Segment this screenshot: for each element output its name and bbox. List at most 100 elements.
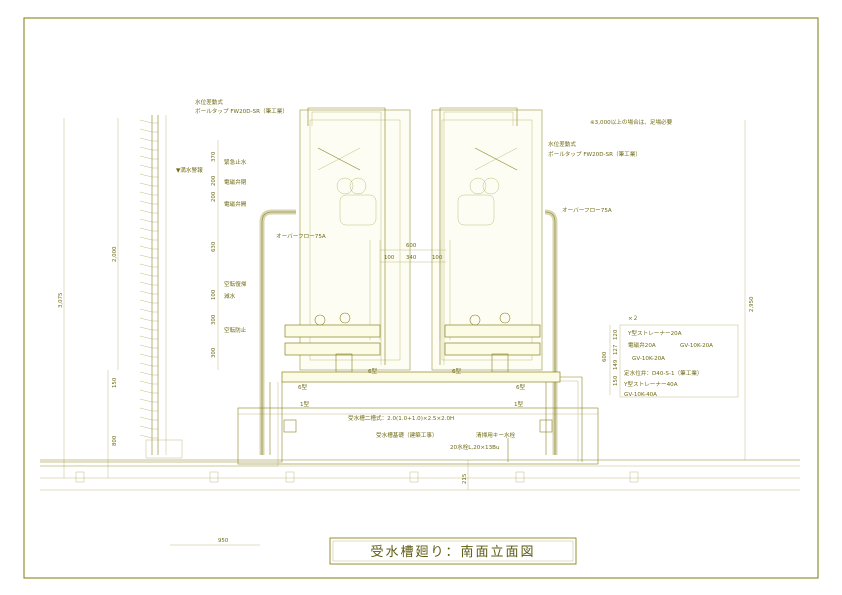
solenoid-open-label: 電磁弁開 — [224, 200, 247, 208]
valve-header-left — [284, 312, 381, 373]
ladder-rung — [139, 155, 158, 160]
left-float-valve-model: ボールタップ FW20D-SR（筆工業） — [195, 107, 288, 115]
ladder-rung — [139, 380, 158, 385]
ladder-rung — [139, 263, 158, 268]
ladder-rung — [139, 425, 158, 430]
gate-valve-20a-label-2: GV-10K-20A — [632, 356, 665, 362]
tank-spec-label: 受水槽二槽式：2.0(1.0+1.0)×2.5×2.0H — [348, 414, 454, 422]
ladder-rung — [139, 137, 158, 142]
ladder-rung — [139, 245, 158, 250]
ladder-rung — [139, 335, 158, 340]
idle-prevent-label: 空転防止 — [224, 326, 247, 334]
dim-100c: 100 — [432, 255, 443, 261]
drain-valve-right — [539, 419, 553, 433]
ladder-rung — [139, 227, 158, 232]
ladder-rung — [139, 290, 158, 295]
type6-3: 6型 — [452, 367, 462, 375]
inlet-pipes — [307, 107, 518, 365]
ladder-rung — [139, 128, 158, 133]
ladder-rung — [139, 191, 158, 196]
ladder-rung — [139, 272, 158, 277]
valve-header-right — [444, 312, 541, 373]
dim-3075: 3,075 — [58, 293, 64, 308]
sheet-border — [23, 17, 819, 579]
left-float-valve-type: 水位差動式 — [195, 98, 223, 106]
level-valve-label: 定水位弁：D40-S-1（筆工業） — [624, 369, 703, 377]
ladder-rung — [139, 308, 158, 313]
multiplier-label: ×２ — [628, 315, 638, 322]
ladder-rung — [139, 389, 158, 394]
dim-370: 370 — [211, 151, 217, 162]
dim-127: 127 — [613, 345, 619, 355]
solenoid-20a-label: 電磁弁20A — [628, 341, 656, 349]
dim-100: 100 — [211, 289, 217, 300]
ladder-rung — [139, 164, 158, 169]
ladder-rung — [139, 326, 158, 331]
supply-main — [40, 371, 583, 467]
ladder-rung — [139, 407, 158, 412]
ladder-rung — [139, 362, 158, 367]
dim-600b: 600 — [602, 351, 608, 362]
dimension-lines — [63, 118, 746, 546]
ladder-rung — [139, 200, 158, 205]
foundation-label: 受水槽基礎（建築工事） — [376, 431, 438, 439]
ladder-rung — [139, 218, 158, 223]
strainer-40a-label: Y型ストレーナー40A — [623, 380, 678, 388]
ladder-rung — [139, 344, 158, 349]
right-float-valve-model: ボールタップ FW20D-SR（筆工業） — [548, 150, 641, 158]
dim-120: 120 — [613, 329, 619, 340]
dim-150b: 150 — [613, 375, 619, 386]
ladder-rung — [139, 299, 158, 304]
ladder-rung — [139, 119, 158, 124]
type6-4: 6型 — [516, 383, 526, 391]
ladder-rung — [139, 209, 158, 214]
drawing-title: 受水槽廻り：南面立面図 — [370, 544, 535, 560]
dim-200a: 200 — [211, 175, 217, 186]
alarm-label: ▼満水警報 — [176, 166, 203, 174]
right-float-valve-type: 水位差動式 — [548, 140, 576, 148]
scaffold-ladder — [139, 115, 183, 459]
type1-left: 1型 — [300, 400, 310, 408]
dim-300a: 300 — [211, 314, 217, 325]
ladder-rung — [139, 353, 158, 358]
spec-box — [619, 324, 739, 398]
dim-950: 950 — [218, 538, 229, 544]
dim-2000: 2,000 — [112, 246, 118, 262]
ladder-rung — [139, 281, 158, 286]
reduced-water-label: 減水 — [224, 292, 236, 300]
dim-600a: 600 — [406, 243, 417, 249]
strainer-20a-label: Y型ストレーナー20A — [627, 329, 682, 337]
ladder-rung — [139, 317, 158, 322]
right-overflow-label: オーバーフロー75A — [562, 207, 612, 214]
base-pads — [75, 471, 639, 483]
dim-800: 800 — [112, 435, 118, 446]
scaffold-note: ※3,000以上の場合は、足場必要 — [590, 118, 673, 126]
dim-340: 340 — [406, 255, 417, 261]
type6-1: 6型 — [298, 383, 308, 391]
ladder-rung — [139, 398, 158, 403]
tap-spec-label: 20水栓L,20×13Bu — [450, 443, 500, 451]
dim-150: 150 — [112, 377, 118, 388]
ladder-rung — [139, 371, 158, 376]
dim-2950: 2,950 — [749, 296, 755, 312]
overflow-pipes — [259, 209, 558, 455]
ladder-rung — [139, 416, 158, 421]
drain-valve-left — [283, 419, 297, 433]
title-box — [329, 537, 577, 565]
type6-2: 6型 — [368, 367, 378, 375]
gate-valve-20a-label: GV-10K-20A — [680, 343, 713, 349]
dim-200b: 200 — [211, 191, 217, 202]
dim-630: 630 — [211, 241, 217, 252]
idle-reset-label: 空転復帰 — [224, 280, 247, 288]
ladder-rung — [139, 146, 158, 151]
gate-valve-40a-label: GV-10K-40A — [624, 392, 657, 398]
dim-300b: 300 — [211, 347, 217, 358]
tank-foundation — [237, 407, 599, 465]
dim-215: 215 — [462, 474, 468, 484]
left-overflow-label: オーバーフロー75A — [276, 233, 326, 240]
emergency-stop-label: 緊急止水 — [224, 158, 247, 166]
ladder-rung — [139, 434, 158, 439]
ladder-rung — [139, 173, 158, 178]
